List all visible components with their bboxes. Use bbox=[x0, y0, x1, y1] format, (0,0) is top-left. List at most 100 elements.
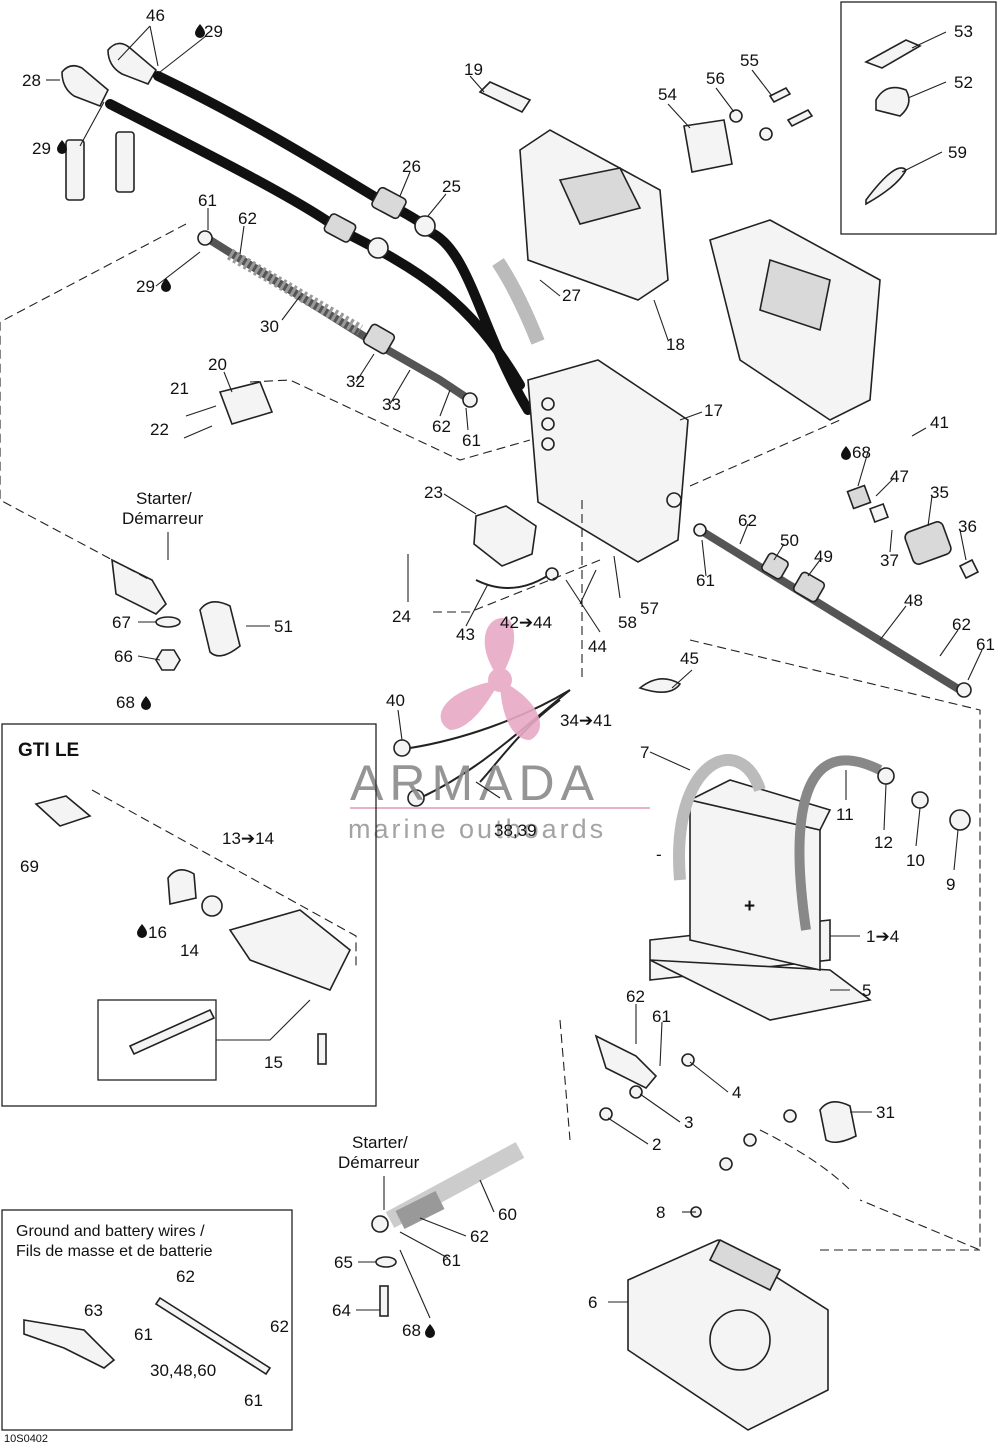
callout-44: 44 bbox=[588, 637, 607, 656]
svg-text:Démarreur: Démarreur bbox=[122, 509, 204, 528]
drop-icon bbox=[137, 924, 147, 938]
callout-9: 9 bbox=[946, 875, 955, 894]
starter-label-bottom: Starter/ Démarreur bbox=[338, 1133, 420, 1210]
drop-icon bbox=[161, 278, 171, 292]
callout-62-bottom: 62 bbox=[470, 1227, 489, 1246]
callout-15: 15 bbox=[264, 1053, 283, 1072]
drop-icon bbox=[141, 696, 151, 710]
callout-62-top: 62 bbox=[238, 209, 257, 228]
routing-lines bbox=[0, 223, 981, 1251]
svg-text:Démarreur: Démarreur bbox=[338, 1153, 420, 1172]
callout-61-inset: 61 bbox=[134, 1325, 153, 1344]
leader-lines bbox=[46, 25, 983, 1319]
starter-connection-left bbox=[111, 558, 241, 671]
drop-icon bbox=[57, 140, 67, 154]
wire-harness bbox=[393, 678, 682, 807]
callout-62-inset: 62 bbox=[176, 1267, 195, 1286]
callout-18: 18 bbox=[666, 335, 685, 354]
ignition-module-group bbox=[478, 81, 814, 345]
battery-tray-6 bbox=[627, 1238, 829, 1431]
callout-22: 22 bbox=[150, 420, 169, 439]
callout-14-gti: 14 bbox=[180, 941, 199, 960]
callout-61-inset-b: 61 bbox=[244, 1391, 263, 1410]
callout-68-left: 68 bbox=[116, 693, 135, 712]
sensor-group bbox=[846, 484, 980, 580]
electrical-box-17 bbox=[527, 359, 689, 563]
callout-4: 4 bbox=[732, 1083, 741, 1102]
callout-24: 24 bbox=[392, 607, 411, 626]
cable-30-group bbox=[197, 230, 478, 408]
callout-45: 45 bbox=[680, 649, 699, 668]
svg-text:-: - bbox=[656, 845, 662, 864]
callout-48: 48 bbox=[904, 591, 923, 610]
callout-40: 40 bbox=[386, 691, 405, 710]
callout-30-48-60: 30,48,60 bbox=[150, 1361, 216, 1380]
battery-group: - + bbox=[649, 754, 971, 1021]
callout-26: 26 bbox=[402, 157, 421, 176]
callout-11: 11 bbox=[836, 805, 854, 824]
callout-68-bottom: 68 bbox=[402, 1321, 421, 1340]
callout-58: 58 bbox=[618, 613, 637, 632]
callout-7: 7 bbox=[640, 743, 649, 762]
callout-16: 16 bbox=[148, 923, 167, 942]
callout-68-right: 68 bbox=[852, 443, 871, 462]
callout-53: 53 bbox=[954, 22, 973, 41]
callout-37: 37 bbox=[880, 551, 899, 570]
watermark-brand: ARMADA bbox=[350, 755, 600, 811]
callout-67: 67 bbox=[112, 613, 131, 632]
callout-32: 32 bbox=[346, 372, 365, 391]
svg-text:Starter/: Starter/ bbox=[352, 1133, 408, 1152]
callout-41: 41 bbox=[930, 413, 949, 432]
starter-connection-bottom bbox=[371, 1142, 525, 1317]
lubricant-drop-icons bbox=[57, 24, 851, 1338]
solenoid-23 bbox=[473, 505, 559, 589]
callout-46: 46 bbox=[146, 6, 165, 25]
callout-63: 63 bbox=[84, 1301, 103, 1320]
callout-21: 21 bbox=[170, 379, 189, 398]
callout-43: 43 bbox=[456, 625, 475, 644]
callout-29-top: 29 bbox=[204, 22, 223, 41]
callout-28: 28 bbox=[22, 71, 41, 90]
cable-48-group bbox=[693, 523, 972, 698]
callout-61-top: 61 bbox=[198, 191, 217, 210]
callout-61-bottom: 61 bbox=[442, 1251, 461, 1270]
callout-34-41: 34➔41 bbox=[560, 711, 612, 730]
callout-62-low: 62 bbox=[626, 987, 645, 1006]
hoses-group bbox=[61, 42, 533, 415]
callout-30: 30 bbox=[260, 317, 279, 336]
callout-5: 5 bbox=[862, 981, 871, 1000]
callout-33: 33 bbox=[382, 395, 401, 414]
callout-52: 52 bbox=[954, 73, 973, 92]
callout-38-39: 38,39 bbox=[494, 821, 537, 840]
callout-62-mid: 62 bbox=[432, 417, 451, 436]
callout-69: 69 bbox=[20, 857, 39, 876]
callout-62-far: 62 bbox=[952, 615, 971, 634]
callout-6: 6 bbox=[588, 1293, 597, 1312]
drop-icon bbox=[195, 24, 205, 38]
callout-50: 50 bbox=[780, 531, 799, 550]
callout-61-mid: 61 bbox=[462, 431, 481, 450]
callout-31: 31 bbox=[876, 1103, 895, 1122]
callout-62-right: 62 bbox=[738, 511, 757, 530]
inset-wires: Ground and battery wires / Fils de masse… bbox=[1, 1209, 293, 1431]
callout-42-44: 42➔44 bbox=[500, 613, 552, 632]
callout-54: 54 bbox=[658, 85, 677, 104]
watermark-subtitle: marine outboards bbox=[348, 814, 606, 844]
callout-60: 60 bbox=[498, 1205, 517, 1224]
callout-57: 57 bbox=[640, 599, 659, 618]
callout-51: 51 bbox=[274, 617, 293, 636]
drop-icon bbox=[425, 1324, 435, 1338]
callout-29-left: 29 bbox=[32, 139, 51, 158]
inset-gti: GTI LE 69 13➔14 16 14 15 bbox=[1, 723, 377, 1107]
watermark: ARMADA marine outboards bbox=[348, 618, 650, 844]
callout-55: 55 bbox=[740, 51, 759, 70]
lower-right-parts bbox=[594, 1034, 857, 1218]
starter-label-left: Starter/ Démarreur bbox=[122, 489, 204, 560]
callout-12: 12 bbox=[874, 833, 893, 852]
inset-clips-box: 53 52 59 bbox=[840, 1, 997, 235]
callout-66: 66 bbox=[114, 647, 133, 666]
bracket-20-group bbox=[183, 381, 274, 439]
callout-25: 25 bbox=[442, 177, 461, 196]
callout-65: 65 bbox=[334, 1253, 353, 1272]
